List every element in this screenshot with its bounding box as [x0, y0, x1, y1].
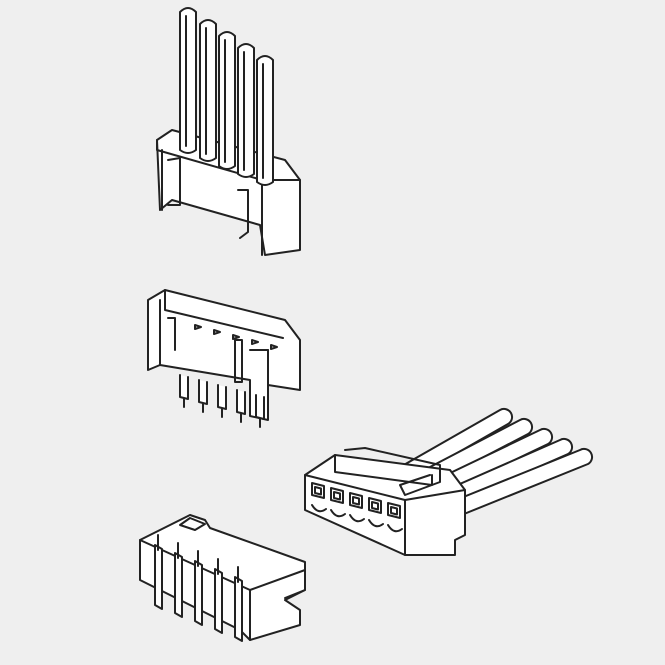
- pin-top: [213, 329, 221, 335]
- pin: [199, 19, 217, 162]
- wire: [394, 407, 514, 485]
- right-angle-pin: [174, 552, 183, 618]
- contact: [333, 491, 341, 501]
- contact-slot: [311, 482, 325, 499]
- latch: [167, 157, 181, 206]
- slot-notch: [330, 509, 346, 518]
- right-angle-pin: [154, 544, 163, 610]
- latch: [234, 339, 243, 383]
- contact-slot: [387, 502, 401, 519]
- header-housing: [147, 289, 301, 421]
- pin: [237, 43, 255, 178]
- pin-top: [251, 339, 259, 345]
- slot-notch: [387, 524, 403, 533]
- header-pin: [217, 384, 227, 410]
- contact: [314, 486, 322, 496]
- header-pin: [255, 394, 265, 420]
- pin-top: [270, 344, 278, 350]
- header-pin: [236, 389, 246, 415]
- crimp-housing: [304, 454, 466, 556]
- housing-edge: [156, 139, 301, 181]
- header-pin: [179, 374, 189, 400]
- right-angle-pin: [194, 560, 203, 626]
- slot-notch: [311, 504, 327, 513]
- pin: [179, 7, 197, 154]
- housing-tab: [179, 517, 206, 531]
- pin: [218, 31, 236, 170]
- latch: [237, 189, 249, 239]
- housing-edge: [334, 454, 433, 486]
- pin-top: [232, 334, 240, 340]
- contact: [390, 506, 398, 516]
- crimp-housing-with-wires: [304, 407, 594, 556]
- contact: [371, 501, 379, 511]
- header-pin: [198, 379, 208, 405]
- wire: [436, 437, 574, 509]
- slot-notch: [368, 519, 384, 528]
- vertical-connector-with-pins: [156, 7, 301, 256]
- right-angle-pin: [234, 576, 243, 642]
- housing-edge: [164, 289, 284, 339]
- locking-latch: [344, 447, 441, 496]
- contact: [352, 496, 360, 506]
- right-angle-pin: [214, 568, 223, 634]
- pin: [256, 55, 274, 186]
- pin-top: [194, 324, 202, 330]
- contact-slot: [349, 492, 363, 509]
- wire: [450, 447, 594, 517]
- right-angle-pin-header: [139, 514, 306, 642]
- housing-edge: [284, 589, 306, 599]
- contact-slot: [330, 487, 344, 504]
- slot-notch: [349, 514, 365, 523]
- vertical-pin-header: [147, 289, 301, 428]
- contact-slot: [368, 497, 382, 514]
- latch: [167, 317, 176, 351]
